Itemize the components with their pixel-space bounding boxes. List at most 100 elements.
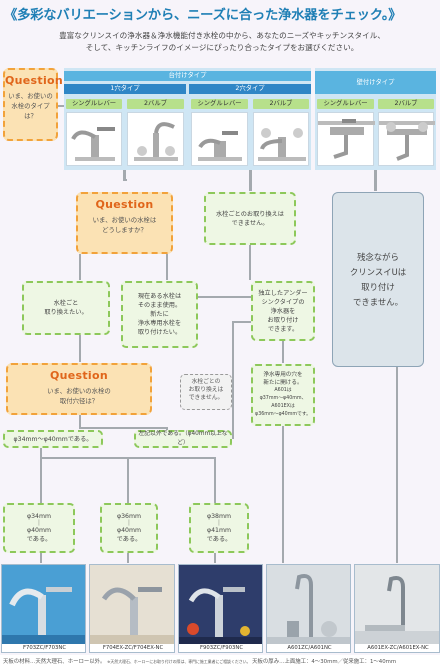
option-line: ｜ — [35, 520, 43, 527]
footer-material: 天板の材料…天然大理石、ホーロー以外。 — [3, 659, 106, 665]
footer-note: 天板の材料…天然大理石、ホーロー以外。 ※天然大理石、ホーローにお取り付けの際は… — [0, 655, 440, 669]
question-line: いま、お使いの水栓は — [92, 216, 157, 224]
question-label: Question — [95, 198, 154, 211]
note-line: お取り換えは — [188, 387, 224, 393]
product-label: A601EX-ZC/A601EX-NC — [355, 644, 439, 652]
option-line: φ40mm — [116, 527, 141, 534]
not-installable-box: 残念ながら クリンスイUは 取り付け できません。 — [332, 192, 424, 367]
header-counter-type: 台付けタイプ — [64, 71, 311, 81]
question-label: Question — [5, 74, 64, 87]
footer-thickness: 天板の厚み…上面施工：4〜30mm／従来施工：1〜40mm — [252, 659, 397, 665]
drill-new-hole-option: 浄水専用の穴を 新たに開ける。 A601は φ37mm〜φ40mm、 A601E… — [251, 364, 315, 426]
product-label: F703ZC/F703NC — [2, 644, 85, 652]
option-line: φ36mm〜φ40mmです。 — [255, 412, 311, 417]
option-line: ｜ — [215, 520, 223, 527]
option-line: φ41mm — [206, 527, 231, 534]
connector — [396, 367, 398, 563]
faucet-image — [253, 112, 309, 166]
connector — [58, 105, 64, 107]
note-line: 水栓ごとの — [191, 379, 221, 385]
label-two-valve: 2バルブ — [378, 99, 434, 109]
connector — [282, 426, 284, 563]
option-line: 独立したアンダー — [258, 289, 308, 297]
option-line: できます。 — [267, 325, 299, 333]
label-single-lever: シングルレバー — [191, 99, 248, 109]
connector — [232, 321, 234, 439]
label-two-valve: 2バルブ — [127, 99, 184, 109]
question-keep-faucet: Question いま、お使いの水栓はどうしますか？ — [76, 192, 173, 254]
option-text: 左記以外である。（φ40mm以上など） — [138, 431, 228, 446]
sorry-line: できません。 — [353, 296, 403, 307]
intro-line-1: 豊富なクリンスイの浄水器＆浄水機能付き水栓の中から、あなたのニーズやキッチンスタ… — [59, 31, 385, 40]
option-line: である。 — [26, 536, 52, 543]
connector — [282, 341, 284, 363]
option-line: φ37mm〜φ40mm、 — [259, 396, 307, 401]
question-line: 取付穴径は？ — [59, 397, 99, 405]
diameter-34-40-option: φ34mm〜φ40mmである。 — [3, 430, 103, 448]
connector — [127, 553, 129, 563]
connector — [198, 296, 251, 298]
page-title: 《多彩なバリエーションから、ニーズに合った浄水器をチェック。》 — [4, 8, 402, 23]
question-line: いま、お使いの — [8, 92, 53, 100]
option-line: 現在ある水栓は — [137, 293, 182, 300]
product-label: F903ZC/F903NC — [179, 644, 262, 652]
question-line: 水栓のタイプは？ — [11, 102, 50, 120]
header-one-hole: 1穴タイプ — [64, 84, 186, 94]
faucet-image — [317, 112, 375, 166]
two-hole-note: 水栓ごとのお取り換えは できません。 — [204, 192, 296, 245]
option-line: A601EXは — [271, 404, 295, 409]
option-line: φ40mm — [26, 527, 51, 534]
connector — [79, 427, 167, 429]
connector — [249, 245, 251, 280]
option-line: φ38mm — [206, 513, 231, 520]
option-text: φ34mm〜φ40mmである。 — [13, 435, 93, 443]
option-line: 浄水器を — [270, 307, 296, 315]
faucet-image — [127, 112, 184, 166]
sorry-line: 取り付け — [361, 281, 395, 292]
option-line: 水栓ごと — [53, 300, 79, 307]
connector — [123, 170, 126, 180]
note-line: 水栓ごとのお取り換えは — [216, 210, 284, 218]
faucet-image — [378, 112, 435, 166]
product-image-f704ex: F704EX-ZC/F704EX-NC — [89, 564, 175, 653]
option-line: φ34mm — [26, 513, 51, 520]
option-line: φ36mm — [116, 513, 141, 520]
option-line: である。 — [116, 536, 142, 543]
option-line: シンクタイプの — [261, 298, 305, 306]
label-single-lever: シングルレバー — [66, 99, 122, 109]
connector — [79, 254, 81, 280]
connector — [127, 457, 129, 503]
product-image-a601ex: A601EX-ZC/A601EX-NC — [354, 564, 440, 653]
footer-caution: ※天然大理石、ホーローにお取り付けの際は、専門に施工業者にご相談ください。 — [107, 659, 251, 664]
option-line: ｜ — [125, 520, 133, 527]
connector — [374, 170, 377, 191]
connector — [214, 457, 216, 503]
question-line: どうしますか？ — [102, 226, 147, 234]
keep-faucet-option: 現在ある水栓は そのまま使用。 新たに 浄水専用水栓を 取り付けたい。 — [121, 281, 198, 348]
option-line: 浄水専用の穴を — [263, 372, 303, 378]
product-image-f903: F903ZC/F903NC — [178, 564, 263, 653]
option-line: 取り換えたい。 — [44, 309, 88, 316]
sorry-line: 残念ながら — [357, 251, 399, 262]
no-replace-note: 水栓ごとの お取り換えは できません。 — [180, 374, 232, 410]
faucet-image — [66, 112, 122, 166]
connector — [79, 415, 81, 427]
question-line: いま、お使いの水栓の — [47, 387, 111, 395]
intro-line-2: そして、キッチンライフのイメージにぴったり合ったタイプをお選びください。 — [85, 43, 359, 52]
question-faucet-type: Question いま、お使いの水栓のタイプは？ — [3, 68, 64, 141]
connector — [40, 553, 42, 563]
faucet-image — [191, 112, 248, 166]
note-line: できません。 — [231, 219, 269, 227]
sorry-line: クリンスイUは — [349, 266, 407, 277]
option-line: 取り付けたい。 — [137, 329, 182, 336]
connector — [249, 170, 252, 191]
question-hole-diameter: Question いま、お使いの水栓の取付穴径は？ — [6, 363, 152, 415]
option-line: A601は — [274, 388, 292, 393]
note-line: できません。 — [188, 395, 224, 401]
diameter-other-option: 左記以外である。（φ40mm以上など） — [134, 430, 232, 448]
option-38-41: φ38mm ｜ φ41mm である。 — [189, 503, 249, 553]
option-line: 新たに — [150, 311, 169, 318]
label-single-lever: シングルレバー — [317, 99, 374, 109]
undersink-option: 独立したアンダー シンクタイプの 浄水器を お取り付け できます。 — [251, 281, 315, 341]
product-label: F704EX-ZC/F704EX-NC — [90, 644, 174, 652]
